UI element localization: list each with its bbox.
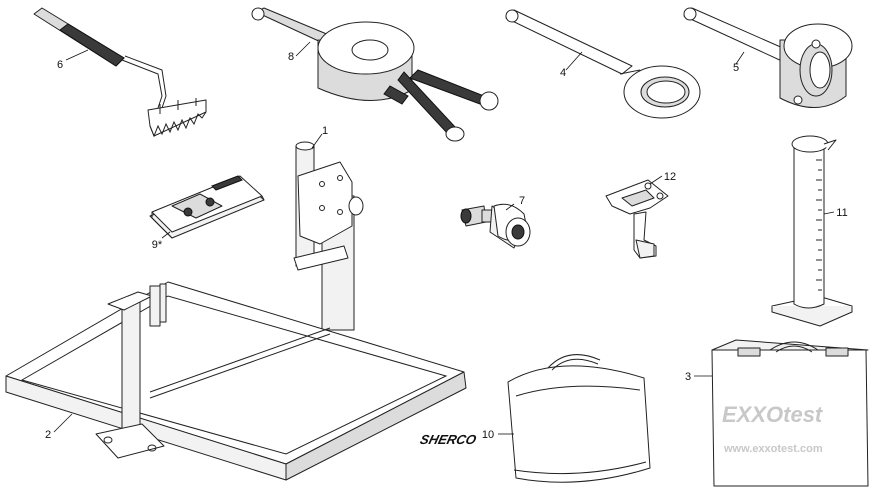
callout-1: 1: [322, 125, 328, 137]
callout-2: 2: [45, 429, 51, 441]
callout-5: 5: [733, 62, 739, 74]
measuring-cylinder-icon: [771, 135, 853, 327]
callout-4: 4: [560, 67, 566, 79]
hub-puller-icon: [251, 7, 499, 142]
callout-9: 9*: [152, 239, 163, 251]
callout-10: 10: [482, 429, 494, 441]
extractor-icon: [460, 203, 531, 249]
bag-icon: SHERCO: [419, 354, 651, 483]
case-logo: EXXOtest: [722, 402, 824, 427]
manual-icon: [149, 175, 265, 239]
callout-12: 12: [664, 171, 676, 183]
stand-icon: [293, 141, 364, 331]
case-url: www.exxotest.com: [723, 443, 823, 455]
leader-lines: [53, 41, 835, 435]
callout-3: 3: [685, 371, 691, 383]
bag-logo: SHERCO: [419, 432, 479, 447]
case-icon: EXXOtest www.exxotest.com: [711, 339, 869, 487]
callout-8: 8: [288, 51, 294, 63]
callout-7: 7: [519, 195, 525, 207]
callout-6: 6: [57, 59, 63, 71]
callout-11: 11: [836, 207, 847, 219]
tray-stand-icon: [5, 281, 467, 481]
pin-wrench-icon: [505, 9, 701, 119]
ring-wrench-icon: [683, 7, 853, 108]
bracket-icon: [605, 179, 669, 259]
handle-tool-icon: [33, 7, 207, 138]
